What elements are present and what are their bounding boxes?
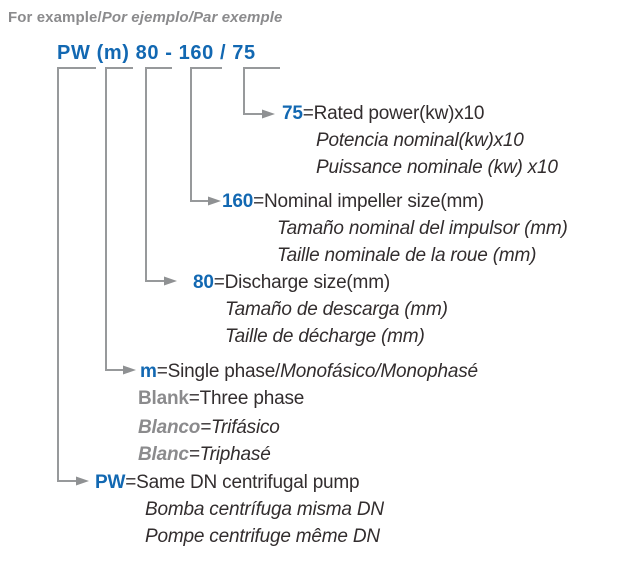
legend-80-line-en: 80=Discharge size(mm) <box>193 272 390 293</box>
legend-160-desc-en: =Nominal impeller size(mm) <box>253 191 484 212</box>
arrowhead-80-icon <box>164 276 177 286</box>
legend-m-code: m <box>140 361 157 382</box>
legend-blanco-value: =Trifásico <box>200 417 280 438</box>
arrowhead-pw-icon <box>76 476 89 486</box>
example-heading: For example/Por ejemplo/Par exemple <box>8 9 282 26</box>
legend-160-desc-fr: Taille nominale de la roue (mm) <box>277 245 537 266</box>
legend-blanc-value: =Triphasé <box>188 444 271 465</box>
legend-75-code: 75 <box>282 103 303 124</box>
arrowhead-160-icon <box>208 196 221 206</box>
legend-blank-label: Blank <box>138 388 189 409</box>
legend-80-desc-es: Tamaño de descarga (mm) <box>225 299 448 320</box>
legend-m-desc-en: =Single phase/ <box>156 361 281 382</box>
connector-line-160 <box>190 67 222 202</box>
legend-pw-desc-fr: Pompe centrifuge même DN <box>145 526 380 547</box>
connector-line-75 <box>243 67 280 115</box>
legend-75-desc-es: Potencia nominal(kw)x10 <box>316 130 524 151</box>
legend-pw-line-en: PW=Same DN centrifugal pump <box>95 472 360 493</box>
model-code: PW (m) 80 - 160 / 75 <box>57 42 256 64</box>
connector-line-pw <box>57 67 96 482</box>
arrowhead-m-icon <box>123 365 136 375</box>
connector-line-80 <box>145 67 172 282</box>
legend-80-desc-en: =Discharge size(mm) <box>213 272 390 293</box>
legend-blank-line: Blank=Three phase <box>138 388 304 409</box>
legend-blanc-label: Blanc <box>138 444 189 465</box>
legend-blanc-line: Blanc=Triphasé <box>138 444 271 465</box>
legend-pw-desc-es: Bomba centrífuga misma DN <box>145 499 384 520</box>
legend-75-desc-fr: Puissance nominale (kw) x10 <box>316 157 558 178</box>
legend-160-line-en: 160=Nominal impeller size(mm) <box>222 191 484 212</box>
legend-75-line-en: 75=Rated power(kw)x10 <box>282 103 484 124</box>
connector-line-m <box>105 67 133 371</box>
example-heading-en: For example/ <box>8 9 102 26</box>
legend-blank-value: =Three phase <box>188 388 305 409</box>
legend-160-desc-es: Tamaño nominal del impulsor (mm) <box>277 218 568 239</box>
legend-160-code: 160 <box>222 191 254 212</box>
legend-m-line-en: m=Single phase/Monofásico/Monophasé <box>140 361 478 382</box>
legend-pw-code: PW <box>95 472 126 493</box>
legend-blanco-line: Blanco=Trifásico <box>138 417 280 438</box>
legend-m-desc-es-fr: Monofásico/Monophasé <box>280 361 478 382</box>
legend-blanco-label: Blanco <box>138 417 201 438</box>
example-heading-es-fr: Por ejemplo/Par exemple <box>101 9 283 26</box>
legend-80-desc-fr: Taille de décharge (mm) <box>225 326 425 347</box>
legend-80-code: 80 <box>193 272 214 293</box>
arrowhead-75-icon <box>262 109 275 119</box>
legend-pw-desc-en: =Same DN centrifugal pump <box>125 472 360 493</box>
legend-75-desc-en: =Rated power(kw)x10 <box>302 103 485 124</box>
